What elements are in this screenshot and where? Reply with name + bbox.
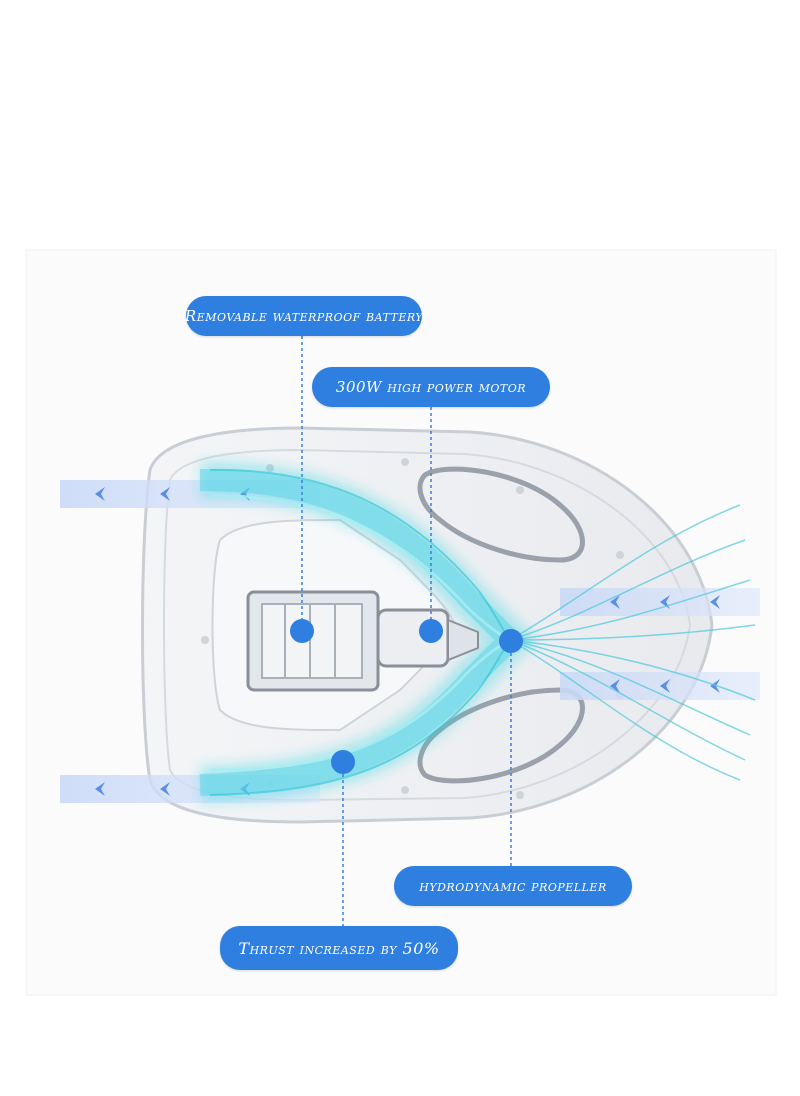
propeller-label: hydrodynamic propeller: [394, 866, 632, 906]
callout-markers: [290, 619, 523, 774]
motor-marker: [419, 619, 443, 643]
thrust-marker: [331, 750, 355, 774]
leader-lines: [301, 336, 512, 926]
motor-label: 300W high power motor: [312, 367, 550, 407]
battery-marker: [290, 619, 314, 643]
outflow-bands-right: [560, 588, 760, 700]
thrust-label: Thrust increased by 50%: [220, 926, 458, 970]
propeller-flow-lines: [509, 504, 756, 781]
battery-label: Removable waterproof battery: [185, 296, 423, 336]
propeller-marker: [499, 629, 523, 653]
battery-motor-module: [246, 590, 479, 692]
